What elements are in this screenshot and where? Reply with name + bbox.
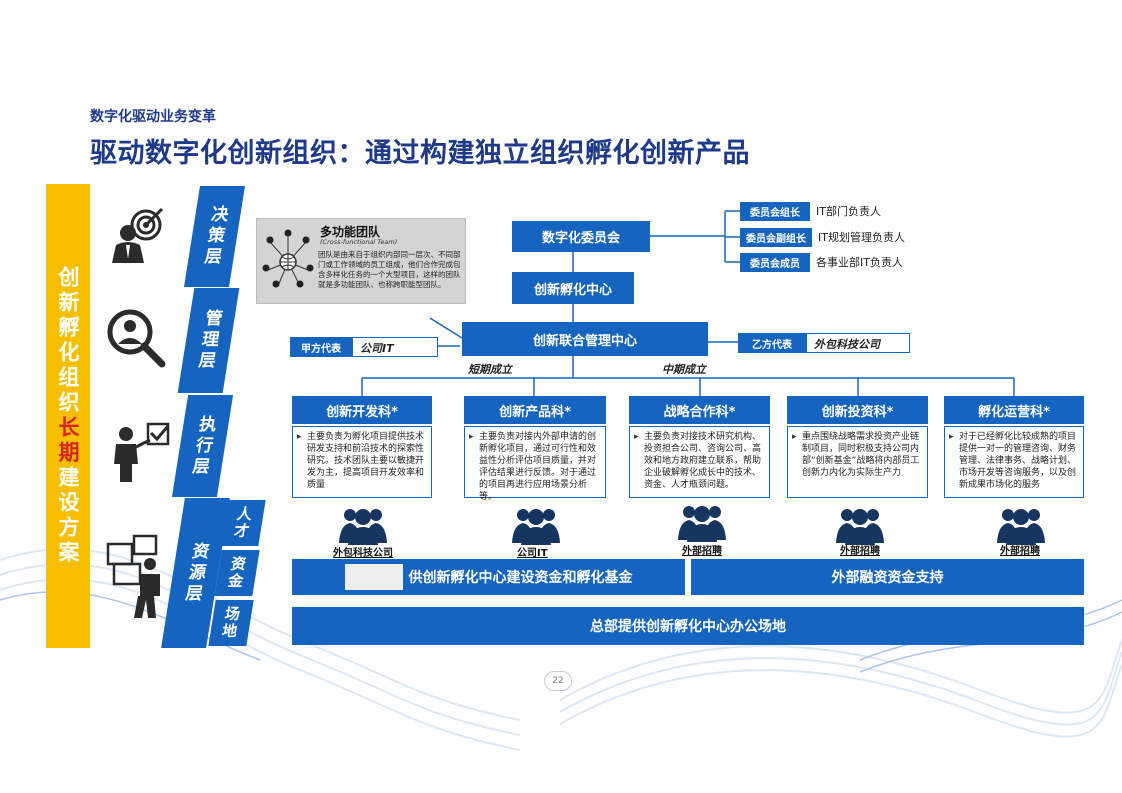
mid-term-label: 中期成立	[662, 363, 706, 376]
resource-talent-label: 人才	[230, 506, 255, 540]
slide-subtitle: 数字化驱动业务变革	[90, 109, 216, 125]
team-description: 团队是由来自于组织内部同一层次、不同部门或工作领域的员工组成，他们合作完成包含多…	[318, 250, 461, 289]
role-deputy-person: IT规划管理负责人	[818, 231, 905, 244]
people-group-icon	[836, 509, 884, 545]
magnifier-person-icon	[107, 309, 166, 368]
dept-product-desc: 主要负责对接内外部申请的创新孵化项目，通过可行性和效益性分析评估项目质量，并对评…	[464, 426, 606, 502]
dept-product: 创新产品科*	[464, 396, 606, 424]
dept-strategy-desc: 主要负责对接技术研究机构、投资担合公司、咨询公司、高效和地方政府建立联系，帮助企…	[629, 426, 770, 498]
slide-title: 驱动数字化创新组织：通过构建独立组织孵化创新产品	[90, 138, 750, 169]
target-person-icon	[112, 207, 164, 263]
role-deputy: 委员会副组长	[740, 228, 812, 247]
group-label-1: 外包科技公司	[333, 548, 393, 559]
presenter-icon	[114, 422, 170, 482]
dept-operations-desc: 对于已经孵化比较成熟的项目提供一对一的管理咨询、财务管理、法律事务、战略计划、市…	[944, 426, 1084, 498]
people-group-icon	[512, 509, 560, 545]
group-label-2: 公司IT	[517, 548, 548, 559]
party-b-value: 外包科技公司	[814, 338, 880, 351]
role-leader: 委员会组长	[740, 202, 810, 221]
vertical-title-red: 长期	[56, 416, 80, 466]
party-a-value: 公司IT	[360, 342, 394, 355]
layer-resource-label: 资源层	[180, 541, 210, 605]
group-label-3: 外部招聘	[682, 546, 722, 557]
page-number: 22	[544, 671, 572, 691]
vertical-title-part2: 建设方案	[56, 466, 80, 566]
team-subtitle: (Cross-functional Team)	[320, 238, 398, 246]
party-b-label: 乙方代表	[738, 333, 806, 353]
people-group-icon	[339, 509, 387, 545]
external-funding-bar: 外部融资资金支持	[691, 559, 1084, 595]
committee-box: 数字化委员会	[512, 221, 650, 252]
vertical-title-part1: 创新孵化组织	[56, 266, 80, 416]
network-people-icon	[262, 229, 314, 288]
dept-strategy: 战略合作科*	[629, 396, 770, 424]
dept-operations: 孵化运营科*	[944, 396, 1084, 424]
redacted-patch	[344, 564, 403, 590]
short-term-label: 短期成立	[468, 363, 512, 376]
team-title: 多功能团队	[320, 225, 381, 239]
vertical-title: 创新孵化组织长期建设方案	[53, 266, 83, 566]
incubation-center-box: 创新孵化中心	[512, 272, 634, 304]
joint-center-box: 创新联合管理中心	[462, 322, 708, 356]
office-space-bar: 总部提供创新孵化中心办公场地	[292, 607, 1084, 645]
worker-boxes-icon	[106, 534, 160, 618]
dept-investment: 创新投资科*	[787, 396, 928, 424]
resource-venue: 场地	[208, 600, 254, 646]
dept-dev: 创新开发科*	[292, 396, 432, 424]
group-label-4: 外部招聘	[840, 546, 880, 557]
role-member: 委员会成员	[740, 253, 810, 272]
dept-investment-desc: 重点围绕战略需求投资产业链制项目，同时积极支持公司内部“创新基金”战略将内部员工…	[787, 426, 928, 498]
resource-funds: 资金	[214, 550, 260, 596]
layer-decision-label: 决策层	[199, 205, 229, 268]
vertical-title-bar: 创新孵化组织长期建设方案	[46, 184, 90, 648]
layer-management-label: 管理层	[193, 309, 223, 372]
resource-venue-label: 场地	[218, 606, 243, 640]
party-a-label: 甲方代表	[290, 337, 352, 357]
people-group-icon	[678, 506, 726, 542]
role-member-person: 各事业部IT负责人	[816, 256, 903, 269]
fund-support-bar: 供创新孵化中心建设资金和孵化基金	[292, 559, 685, 595]
group-label-5: 外部招聘	[1000, 546, 1040, 557]
layer-execution-label: 执行层	[187, 414, 217, 478]
people-group-icon	[997, 509, 1045, 545]
resource-funds-label: 资金	[224, 556, 249, 590]
dept-dev-desc: 主要负责为孵化项目提供技术研发支持和前沿技术的探索性研究。技术团队主要以敏捷开发…	[292, 426, 432, 498]
resource-talent: 人才	[220, 500, 266, 546]
fund-support-label: 供创新孵化中心建设资金和孵化基金	[408, 570, 633, 586]
role-leader-person: IT部门负责人	[816, 205, 881, 218]
